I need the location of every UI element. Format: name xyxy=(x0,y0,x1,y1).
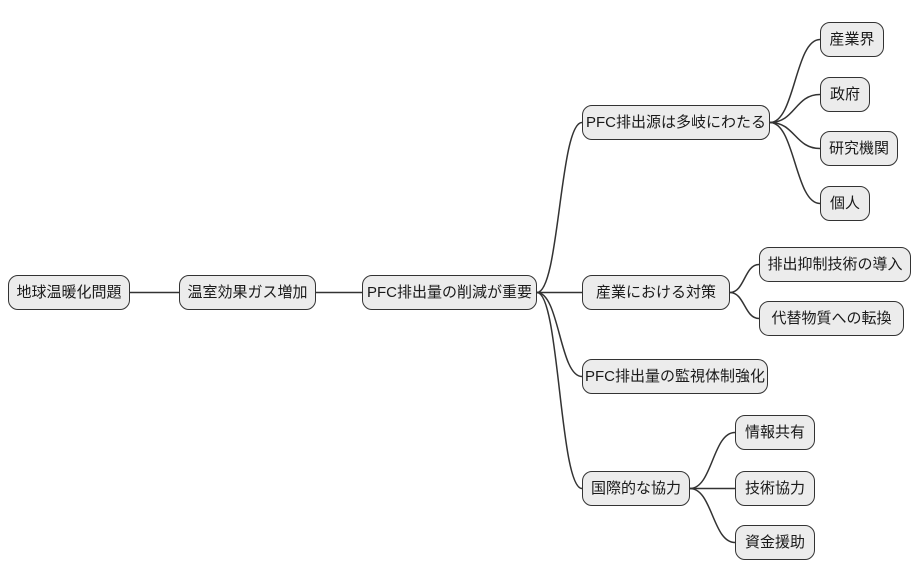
node-pfc-reduction: PFC排出量の削減が重要 xyxy=(362,275,537,310)
node-monitoring-system: PFC排出量の監視体制強化 xyxy=(582,359,768,394)
edge-pfc-intl xyxy=(536,291,583,490)
node-international-cooperation: 国際的な協力 xyxy=(582,471,690,506)
edge-sources-sangyokai xyxy=(769,38,821,124)
node-individuals: 個人 xyxy=(820,186,870,221)
node-emission-control-tech: 排出抑制技術の導入 xyxy=(759,247,911,282)
edge-industry_measures-yokusei xyxy=(729,263,760,294)
node-government: 政府 xyxy=(820,77,870,112)
node-financial-aid: 資金援助 xyxy=(735,525,815,560)
node-emission-sources: PFC排出源は多岐にわたる xyxy=(582,105,770,140)
node-tech-cooperation: 技術協力 xyxy=(735,471,815,506)
edge-industry_measures-daitai xyxy=(729,291,760,320)
node-research-institutions: 研究機関 xyxy=(820,131,898,166)
edge-intl-joho xyxy=(689,431,736,490)
node-industry-measures: 産業における対策 xyxy=(582,275,730,310)
edge-sources-kojin xyxy=(769,121,821,205)
edge-pfc-sources xyxy=(536,121,583,294)
node-industry: 産業界 xyxy=(820,22,884,57)
node-alternative-substances: 代替物質への転換 xyxy=(759,301,904,336)
edge-sources-seifu xyxy=(769,93,821,124)
node-info-sharing: 情報共有 xyxy=(735,415,815,450)
edge-pfc-monitoring xyxy=(536,291,583,378)
edge-sources-kenkyu xyxy=(769,121,821,150)
node-ghg-increase: 温室効果ガス増加 xyxy=(179,275,316,310)
edge-intl-shikin xyxy=(689,487,736,544)
node-global-warming: 地球温暖化問題 xyxy=(8,275,130,310)
